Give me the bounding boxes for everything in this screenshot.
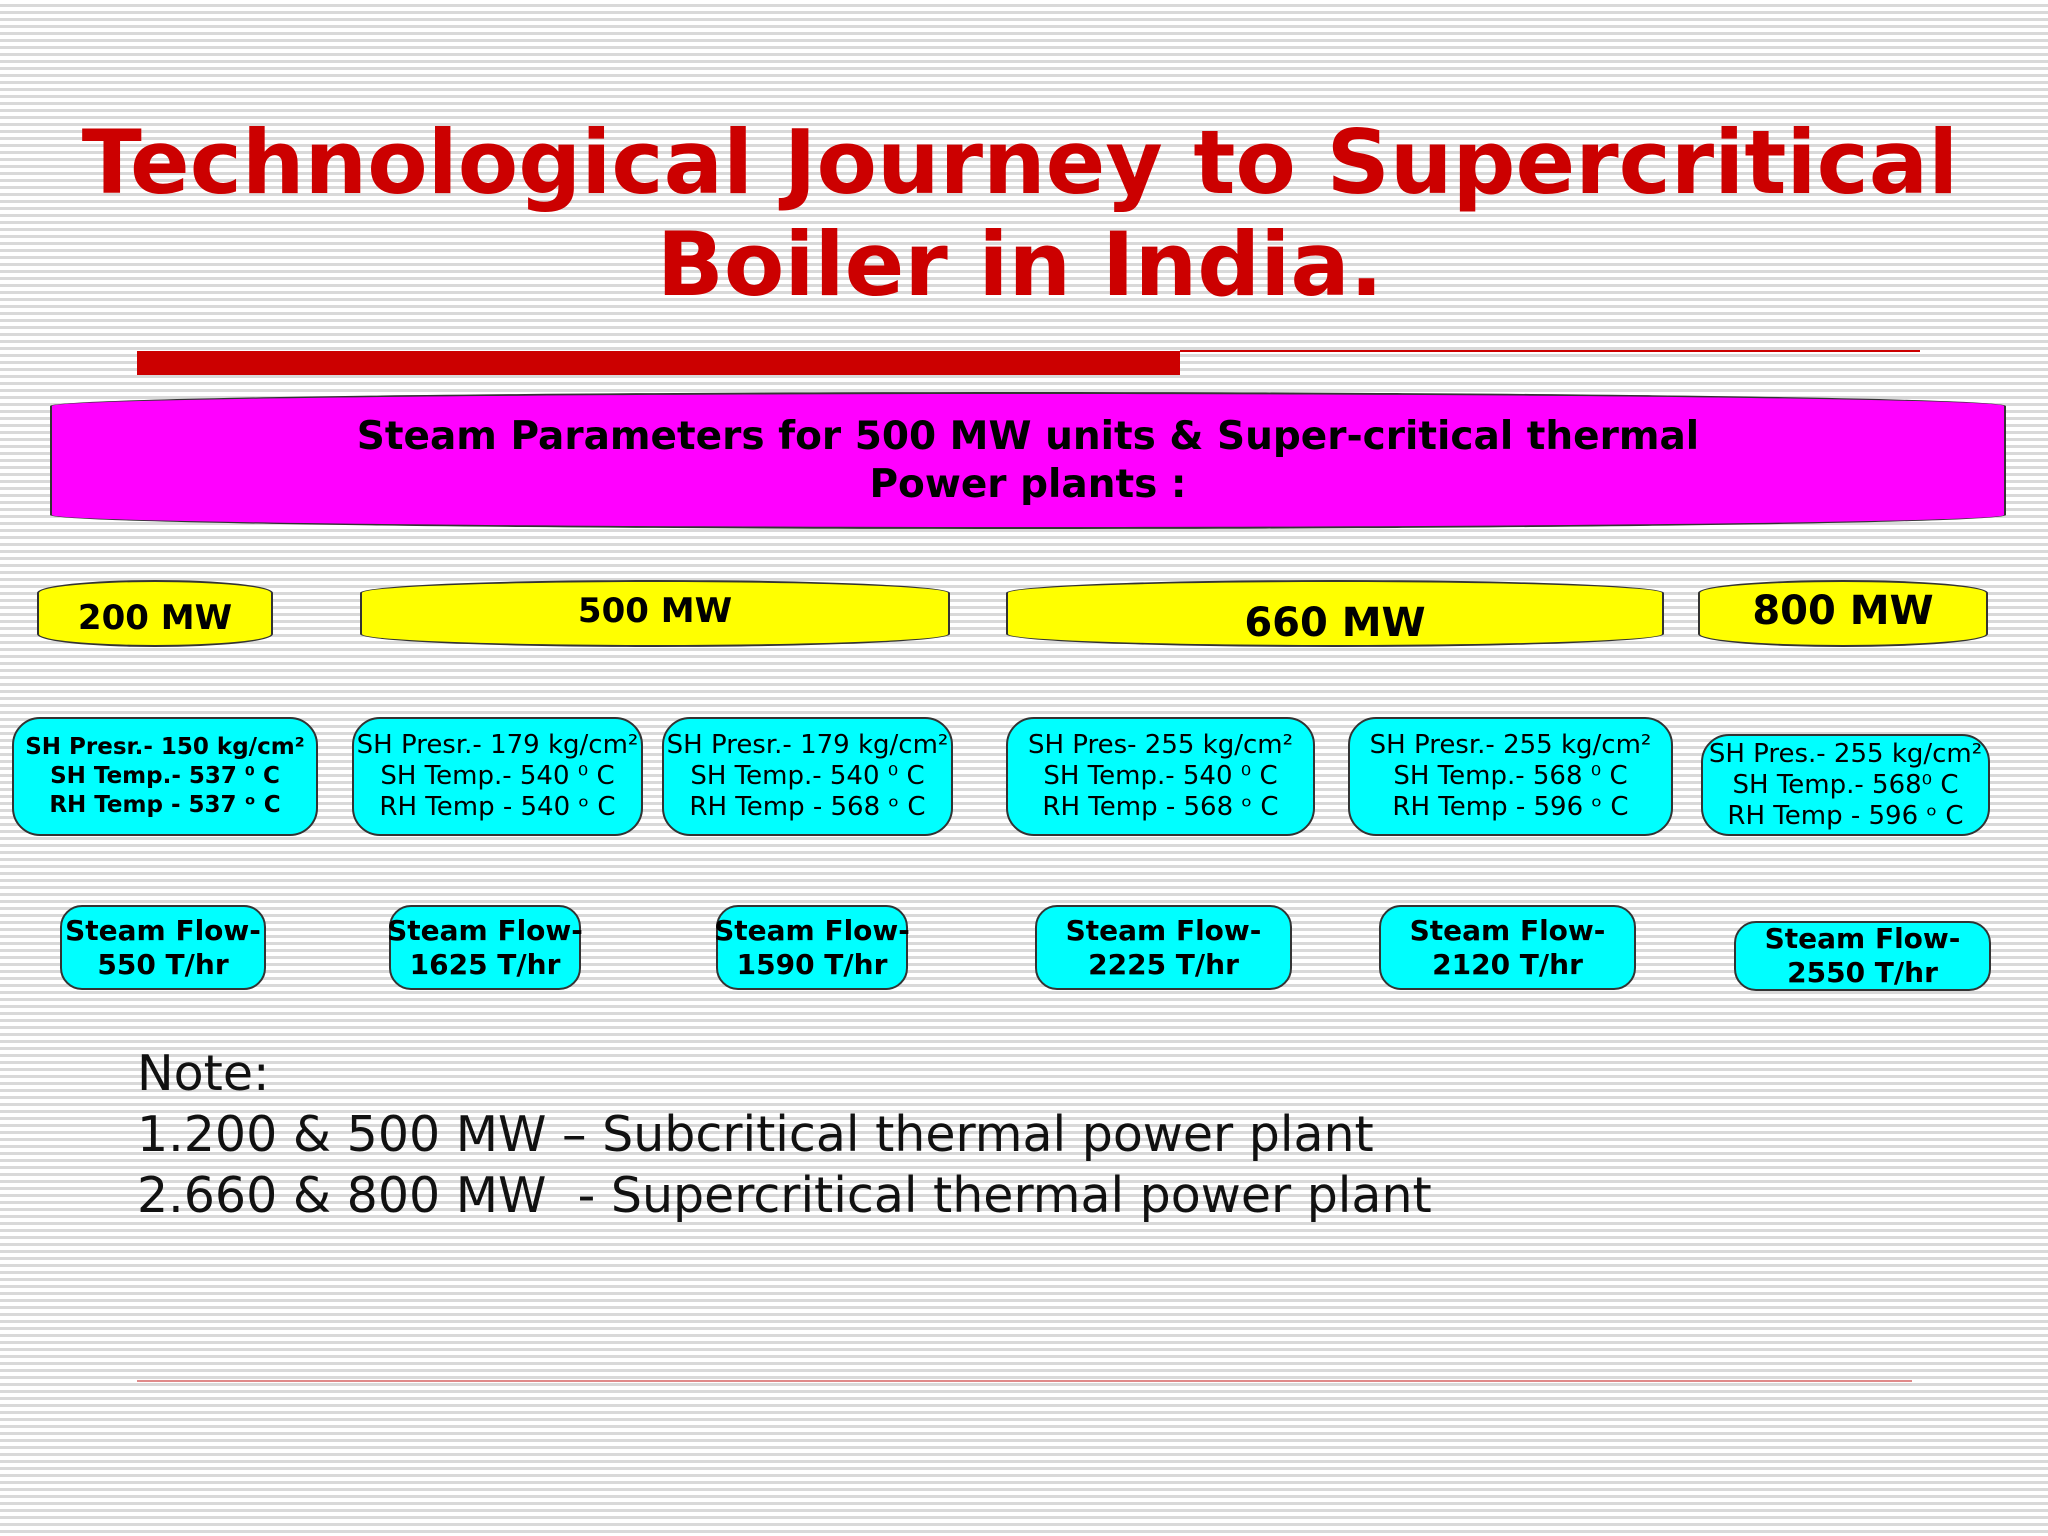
- rating-box-500mw: 500 MW: [360, 580, 950, 647]
- steam-flow-label: Steam Flow-: [1065, 913, 1262, 947]
- steam-flow-box-1: Steam Flow- 550 T/hr: [60, 905, 266, 990]
- parameter-box-6: SH Pres.- 255 kg/cm² SH Temp.- 568⁰ C RH…: [1701, 734, 1990, 836]
- rating-label: 500 MW: [577, 590, 733, 631]
- steam-parameters-banner: Steam Parameters for 500 MW units & Supe…: [50, 392, 2006, 529]
- steam-flow-label: Steam Flow-: [1409, 913, 1606, 947]
- sh-temperature: SH Temp.- 537 ⁰ C: [50, 763, 280, 789]
- note-item-2: 2.660 & 800 MW - Supercritical thermal p…: [137, 1167, 1432, 1224]
- steam-flow-value: 2550 T/hr: [1787, 956, 1938, 989]
- sh-temperature: SH Temp.- 540 ⁰ C: [1043, 761, 1278, 791]
- parameter-box-5: SH Presr.- 255 kg/cm² SH Temp.- 568 ⁰ C …: [1348, 717, 1673, 836]
- banner-line-2: Power plants :: [869, 461, 1187, 507]
- sh-temperature: SH Temp.- 540 ⁰ C: [380, 761, 615, 791]
- slide-title-line-1: Technological Journey to Supercritical: [81, 111, 1959, 214]
- rating-label: 660 MW: [1244, 599, 1426, 646]
- sh-pressure: SH Pres- 255 kg/cm²: [1027, 730, 1294, 760]
- banner-line-1: Steam Parameters for 500 MW units & Supe…: [356, 413, 1700, 459]
- steam-flow-box-5: Steam Flow- 2120 T/hr: [1379, 905, 1636, 990]
- slide-title-line-2: Boiler in India.: [656, 213, 1384, 316]
- sh-pressure: SH Presr.- 179 kg/cm²: [356, 730, 639, 760]
- sh-pressure: SH Presr.- 255 kg/cm²: [1369, 730, 1652, 760]
- steam-flow-box-2: Steam Flow- 1625 T/hr: [387, 905, 583, 990]
- rating-box-800mw: 800 MW: [1698, 580, 1988, 647]
- steam-flow-box-4: Steam Flow- 2225 T/hr: [1035, 905, 1292, 990]
- rh-temperature: RH Temp - 596 ᵒ C: [1392, 792, 1629, 822]
- notes: Note: 1.200 & 500 MW – Subcritical therm…: [137, 1043, 1737, 1226]
- steam-flow-value: 2120 T/hr: [1432, 947, 1583, 981]
- rating-box-660mw: 660 MW: [1006, 580, 1664, 647]
- sh-pressure: SH Presr.- 150 kg/cm²: [25, 734, 305, 760]
- rating-label: 800 MW: [1752, 587, 1934, 634]
- sh-temperature: SH Temp.- 540 ⁰ C: [690, 761, 925, 791]
- title-underline-thick: [137, 351, 1180, 375]
- sh-pressure: SH Pres.- 255 kg/cm²: [1708, 738, 1983, 769]
- sh-temperature: SH Temp.- 568 ⁰ C: [1393, 761, 1628, 791]
- parameter-box-2: SH Presr.- 179 kg/cm² SH Temp.- 540 ⁰ C …: [352, 717, 643, 836]
- rh-temperature: RH Temp - 537 ᵒ C: [49, 792, 281, 818]
- rh-temperature: RH Temp - 568 ᵒ C: [689, 792, 926, 822]
- steam-flow-label: Steam Flow-: [1764, 922, 1961, 955]
- rh-temperature: RH Temp - 540 ᵒ C: [379, 792, 616, 822]
- steam-flow-label: Steam Flow-: [65, 913, 261, 947]
- steam-flow-value: 550 T/hr: [97, 947, 229, 981]
- steam-flow-label: Steam Flow-: [387, 913, 583, 947]
- steam-flow-box-6: Steam Flow- 2550 T/hr: [1734, 921, 1991, 991]
- rh-temperature: RH Temp - 596 ᵒ C: [1727, 800, 1964, 831]
- steam-flow-value: 2225 T/hr: [1088, 947, 1239, 981]
- notes-heading: Note:: [137, 1045, 270, 1102]
- parameter-box-4: SH Pres- 255 kg/cm² SH Temp.- 540 ⁰ C RH…: [1006, 717, 1315, 836]
- sh-temperature: SH Temp.- 568⁰ C: [1732, 769, 1959, 800]
- rating-label: 200 MW: [77, 597, 233, 638]
- footer-divider: [137, 1380, 1912, 1382]
- note-item-1: 1.200 & 500 MW – Subcritical thermal pow…: [137, 1106, 1374, 1163]
- sh-pressure: SH Presr.- 179 kg/cm²: [666, 730, 949, 760]
- steam-flow-label: Steam Flow-: [714, 913, 910, 947]
- slide-title: Technological Journey to Supercritical B…: [40, 112, 2000, 316]
- steam-flow-box-3: Steam Flow- 1590 T/hr: [714, 905, 910, 990]
- rating-box-200mw: 200 MW: [37, 580, 273, 647]
- steam-flow-value: 1625 T/hr: [409, 947, 561, 981]
- steam-flow-value: 1590 T/hr: [736, 947, 888, 981]
- parameter-box-3: SH Presr.- 179 kg/cm² SH Temp.- 540 ⁰ C …: [662, 717, 953, 836]
- rh-temperature: RH Temp - 568 ᵒ C: [1042, 792, 1279, 822]
- parameter-box-1: SH Presr.- 150 kg/cm² SH Temp.- 537 ⁰ C …: [12, 717, 318, 836]
- title-underline-thin: [1180, 350, 1920, 352]
